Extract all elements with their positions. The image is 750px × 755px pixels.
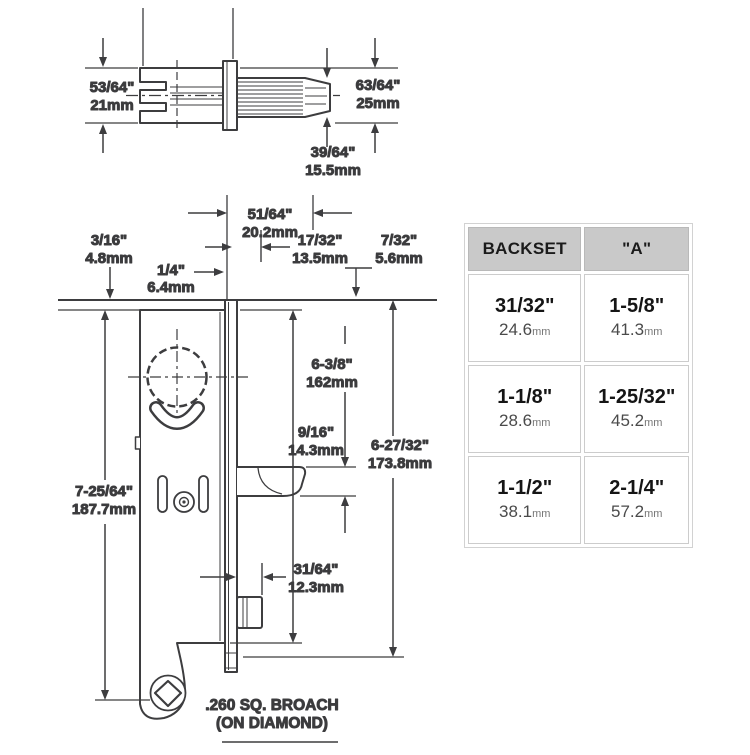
arrowhead <box>323 117 331 127</box>
table-row: 31/32" 24.6mm 1-5/8" 41.3mm <box>468 274 689 362</box>
arrowhead <box>313 209 323 217</box>
dim-overall-left-mm: 187.7mm <box>72 501 136 518</box>
dim-aux-mm: 12.3mm <box>288 579 344 596</box>
dim-face-mm: 6.4mm <box>147 279 195 296</box>
dim-overall-left-in: 7-25/64" <box>75 483 133 500</box>
arrowhead <box>226 573 236 581</box>
arrowhead <box>263 573 273 581</box>
dim-face-height-in: 63/64" <box>356 77 401 94</box>
arrowhead <box>214 268 224 276</box>
dim-bolt-height-mm: 14.3mm <box>288 442 344 459</box>
arrowhead <box>352 287 360 297</box>
arrowhead <box>289 633 297 643</box>
dim-edge-mm: 4.8mm <box>85 250 133 267</box>
dim-7-32-in: 7/32" <box>381 232 417 249</box>
dim-17-32-mm: 13.5mm <box>292 250 348 267</box>
diamond-broach-hole <box>153 679 183 708</box>
mounting-slot <box>157 475 168 513</box>
table-row: 1-1/8" 28.6mm 1-25/32" 45.2mm <box>468 365 689 453</box>
dim-backset-mm: 20.2mm <box>242 224 298 241</box>
table-header-backset: BACKSET <box>468 227 582 271</box>
dim-body-in: 6-3/8" <box>311 356 352 373</box>
arrowhead <box>261 243 271 251</box>
arrowhead <box>99 124 107 134</box>
arrowhead <box>217 209 227 217</box>
arrowhead <box>341 457 349 467</box>
dim-case-depth-mm: 21mm <box>90 97 133 114</box>
dim-7-32-mm: 5.6mm <box>375 250 423 267</box>
arrowhead <box>371 123 379 133</box>
arrowhead <box>101 690 109 700</box>
dim-edge-in: 3/16" <box>91 232 127 249</box>
dim-17-32-in: 17/32" <box>298 232 343 249</box>
dim-case-depth-in: 53/64" <box>90 79 135 96</box>
dim-aux-in: 31/64" <box>294 561 339 578</box>
cell-a-1: 1-5/8" 41.3mm <box>584 274 689 362</box>
backset-table: BACKSET "A" 31/32" 24.6mm 1-5/8" 41.3mm … <box>464 223 693 548</box>
latch-bolt <box>237 466 307 497</box>
cell-a-2: 1-25/32" 45.2mm <box>584 365 689 453</box>
dim-face-in: 1/4" <box>157 262 185 279</box>
faceplate <box>224 299 238 673</box>
arrowhead <box>341 496 349 506</box>
cell-a-3: 2-1/4" 57.2mm <box>584 456 689 544</box>
cell-backset-1: 31/32" 24.6mm <box>468 274 582 362</box>
dim-overall-right-mm: 173.8mm <box>368 455 432 472</box>
aux-bolt <box>236 596 263 629</box>
dim-face-height-mm: 25mm <box>356 95 399 112</box>
cell-backset-2: 1-1/8" 28.6mm <box>468 365 582 453</box>
dim-bolt-height-in: 9/16" <box>298 424 334 441</box>
arrowhead <box>99 57 107 67</box>
arrowhead <box>389 647 397 657</box>
arrowhead <box>222 243 232 251</box>
table-row: 1-1/2" 38.1mm 2-1/4" 57.2mm <box>468 456 689 544</box>
arrowhead <box>323 68 331 78</box>
arrowhead <box>101 310 109 320</box>
dim-overall-right-in: 6-27/32" <box>371 437 429 454</box>
table-header-a: "A" <box>584 227 689 271</box>
front-view: 51/64" 20.2mm 3/16" 4.8mm 1/4" 6.4mm 17/… <box>58 195 437 743</box>
arrowhead <box>106 289 114 299</box>
dim-body-mm: 162mm <box>306 374 358 391</box>
dim-bolt-width-mm: 15.5mm <box>305 162 361 179</box>
dim-backset-in: 51/64" <box>248 206 293 223</box>
arrowhead <box>389 300 397 310</box>
faceplate-top <box>222 60 238 131</box>
cell-backset-3: 1-1/2" 38.1mm <box>468 456 582 544</box>
arrowhead <box>371 58 379 68</box>
broach-note-line1: .260 SQ. BROACH <box>205 697 339 714</box>
broach-note-line2: (ON DIAMOND) <box>216 715 328 732</box>
top-view: 53/64" 21mm 63/64" 25mm 39/64" 15.5mm <box>85 8 401 180</box>
arrowhead <box>289 310 297 320</box>
dim-bolt-width-in: 39/64" <box>311 144 356 161</box>
mounting-slot <box>198 475 209 513</box>
